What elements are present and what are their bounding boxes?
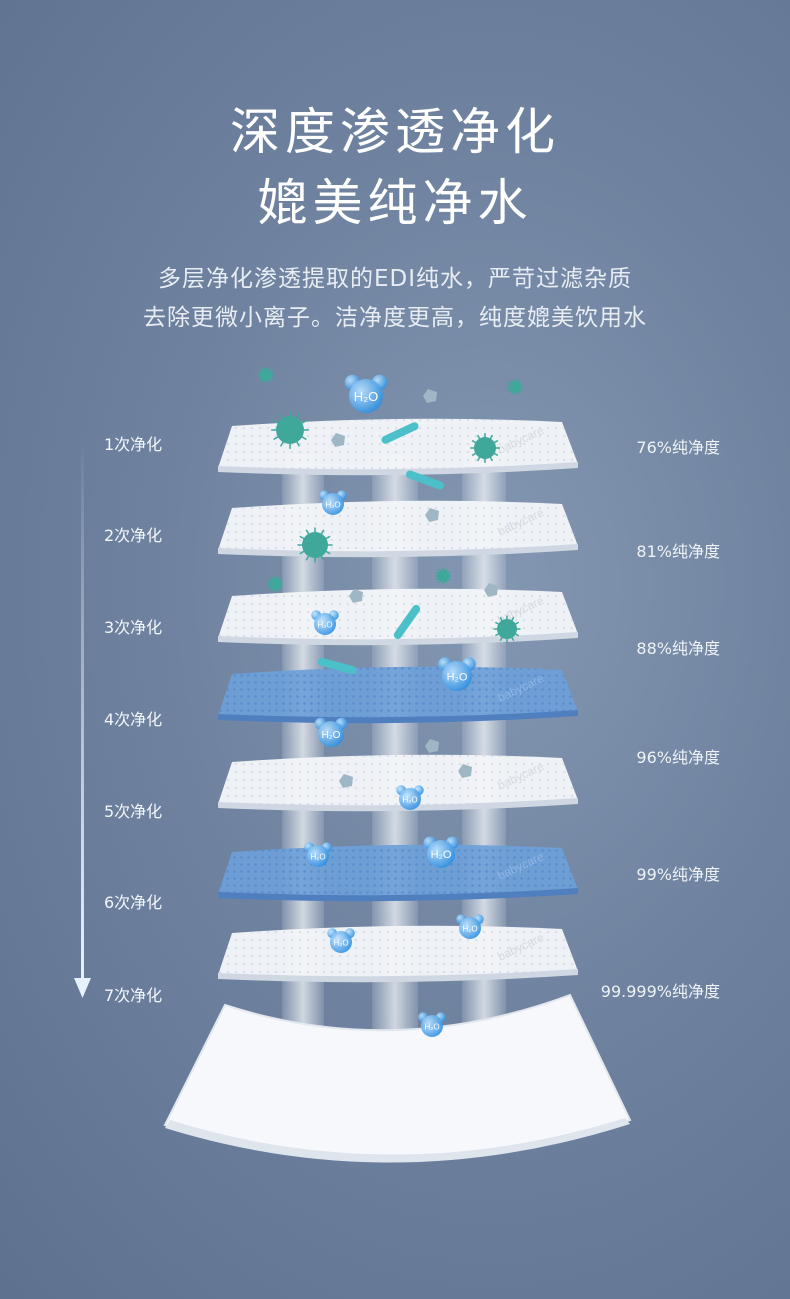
water-molecule-icon: H₂O [327, 928, 355, 953]
purity-label: 99%纯净度 [636, 865, 720, 884]
water-molecule-label: H₂O [447, 672, 468, 684]
impurity-particle [349, 589, 363, 603]
blue-filter-sheet: babycare [218, 844, 578, 902]
step-label: 5次净化 [104, 802, 163, 821]
water-molecule-icon: H₂O [396, 785, 424, 810]
blue-filter-sheet: babycare [218, 666, 578, 724]
step-label: 4次净化 [104, 710, 163, 729]
water-molecule-icon: H₂O [311, 610, 339, 635]
germ-icon [470, 433, 500, 463]
description-line-1: 多层净化渗透提取的EDI纯水，严苛过滤杂质 [157, 266, 633, 292]
impurity-particle [339, 774, 353, 788]
impurity-particle [331, 433, 345, 447]
progress-arrow-shaft [81, 440, 84, 980]
water-molecule-label: H₂O [354, 389, 379, 404]
water-molecule-label: H₂O [325, 500, 340, 509]
germ-icon [266, 575, 284, 593]
filter-sheet: babycare [218, 500, 578, 558]
impurity-particle [484, 583, 498, 597]
page-title-line-1: 深度渗透净化 [230, 103, 560, 161]
germ-icon [493, 615, 521, 643]
purity-label: 99.999%纯净度 [600, 982, 720, 1001]
water-molecule-icon: H₂O [304, 842, 332, 867]
filter-sheet: babycare [218, 754, 578, 812]
water-molecule-label: H₂O [317, 620, 332, 629]
water-molecule-label: H₂O [431, 849, 452, 861]
base-filter-sheet-edge [165, 1118, 630, 1163]
purity-label: 88%纯净度 [636, 639, 720, 658]
bacteria-icon [317, 657, 357, 675]
water-molecule-label: H₂O [310, 852, 325, 861]
germ-icon [297, 527, 333, 563]
water-molecule-icon: H₂O [314, 717, 348, 747]
water-molecule-label: H₂O [402, 795, 417, 804]
filter-sheet: babycare [218, 588, 578, 646]
purity-label: 81%纯净度 [636, 542, 720, 561]
impurity-particle [425, 739, 439, 753]
water-molecule-label: H₂O [462, 924, 477, 933]
step-label: 6次净化 [104, 893, 163, 912]
description-line-2: 去除更微小离子。洁净度更高，纯度媲美饮用水 [143, 305, 647, 331]
step-label: 1次净化 [104, 435, 163, 454]
water-molecule-icon: H₂O [344, 374, 388, 413]
filter-sheet: babycare [218, 418, 578, 476]
filter-sheet: babycare [218, 925, 578, 983]
impurity-particle [425, 508, 439, 522]
germ-icon [506, 378, 524, 396]
step-label: 2次净化 [104, 526, 163, 545]
bacteria-icon [393, 604, 421, 640]
water-molecule-icon: H₂O [319, 490, 347, 515]
water-molecule-icon: H₂O [418, 1012, 446, 1037]
water-molecule-icon: H₂O [423, 836, 459, 868]
germ-icon [434, 567, 452, 585]
germ-icon [271, 411, 309, 449]
water-molecule-label: H₂O [333, 938, 348, 947]
impurity-particle [423, 389, 437, 403]
water-molecule-label: H₂O [322, 730, 341, 741]
germ-icon [257, 366, 275, 384]
bacteria-icon [405, 470, 445, 490]
bacteria-icon [381, 422, 419, 444]
purity-label: 76%纯净度 [636, 438, 720, 457]
progress-arrow-head [74, 978, 91, 998]
purity-label: 96%纯净度 [636, 748, 720, 767]
impurity-particle [458, 764, 472, 778]
water-molecule-icon: H₂O [438, 657, 476, 691]
page-title-line-2: 媲美纯净水 [257, 174, 533, 232]
step-label: 7次净化 [104, 986, 163, 1005]
step-label: 3次净化 [104, 618, 163, 637]
water-molecule-label: H₂O [424, 1022, 439, 1031]
water-molecule-icon: H₂O [456, 914, 484, 939]
